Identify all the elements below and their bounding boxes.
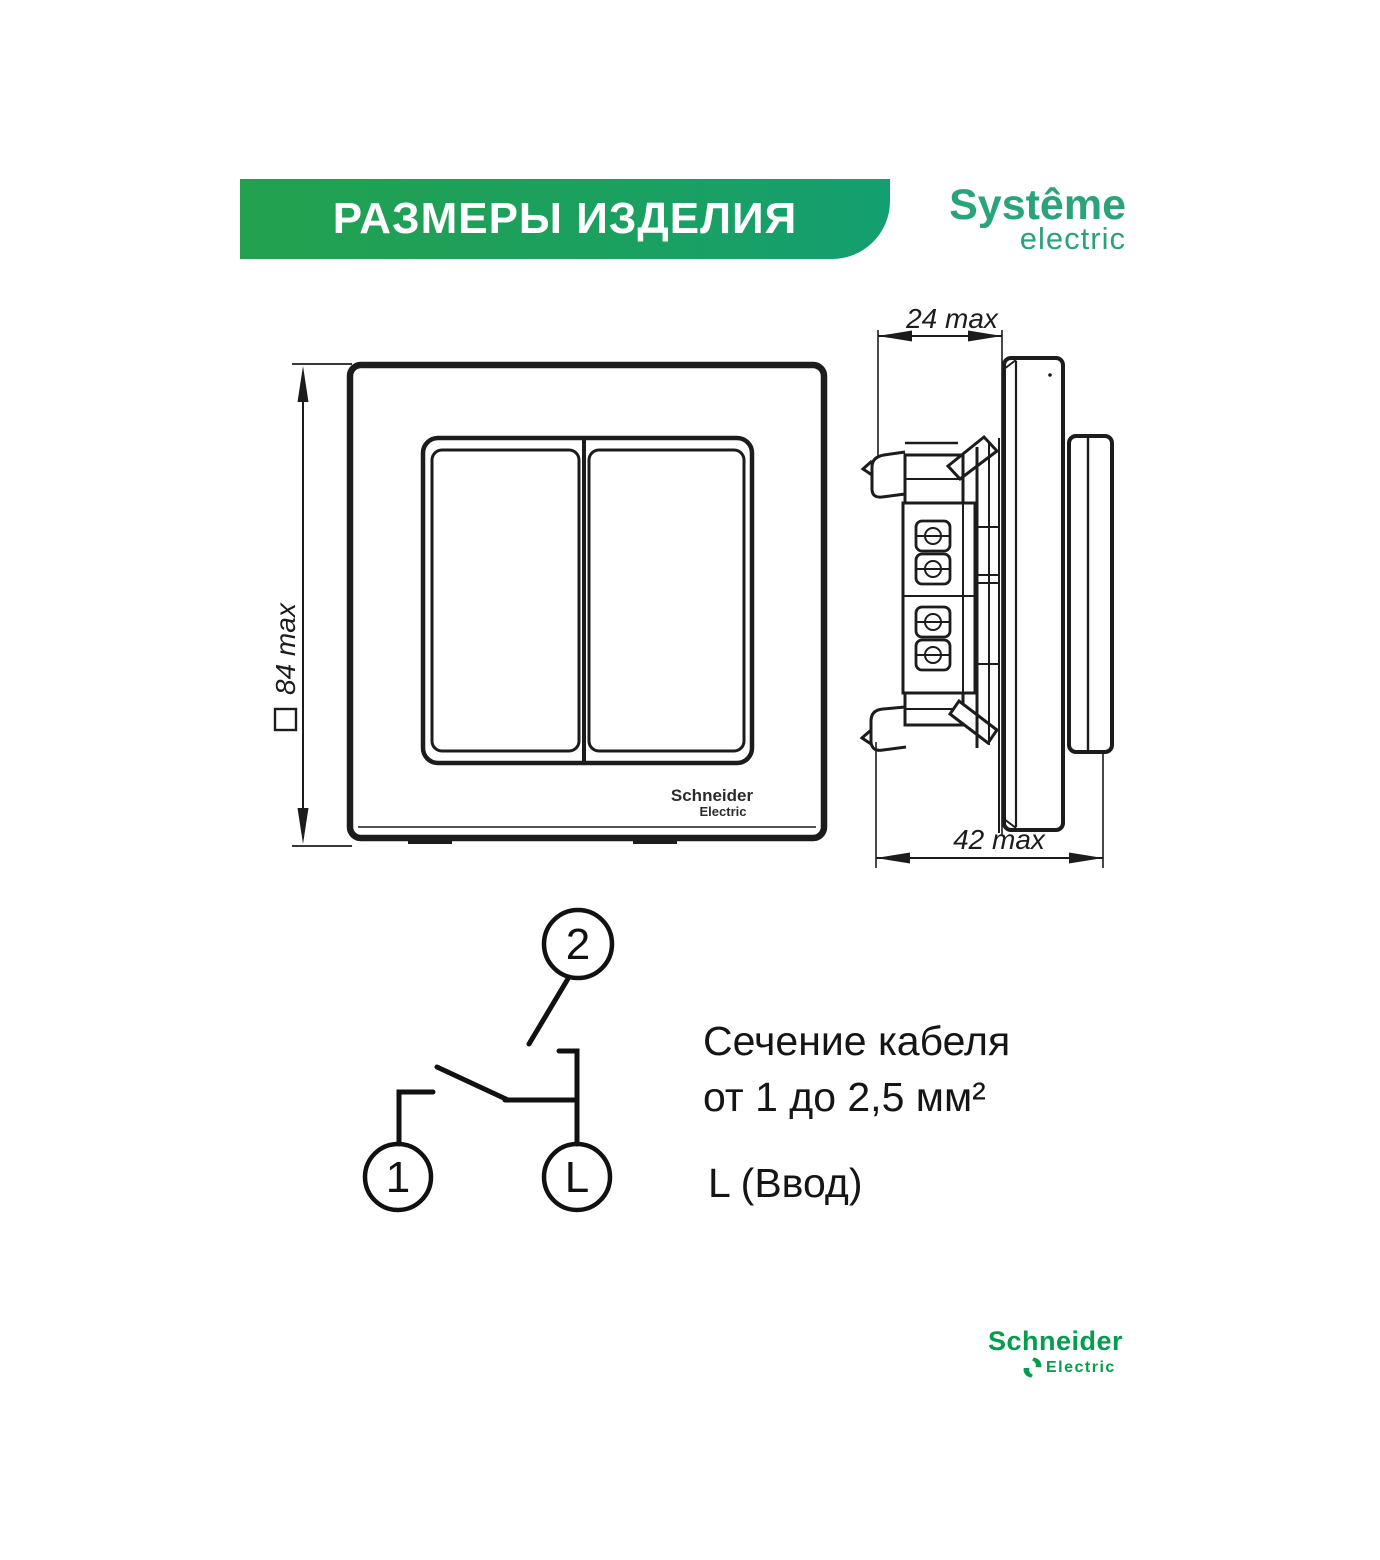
side-view-drawing: 24 max: [859, 303, 1114, 868]
square-symbol: [273, 707, 298, 732]
mechanism-profile: [859, 434, 1000, 833]
terminal-1-circle: [362, 1141, 434, 1213]
line-input-note: L (Ввод): [708, 1160, 863, 1206]
systeme-logo-sub: electric: [1019, 221, 1126, 256]
embossed-logo-line2: Electric: [700, 804, 747, 819]
rocker-outline: [420, 435, 755, 766]
terminal-2-circle: [541, 907, 615, 981]
systeme-logo-name: Systême: [949, 181, 1126, 229]
page-title: РАЗМЕРЫ ИЗДЕЛИЯ: [332, 194, 798, 243]
switch-blade: [434, 1064, 511, 1103]
switch-frame: [346, 361, 828, 842]
rocker-left: [430, 448, 581, 753]
terminal-l-circle: [541, 1141, 613, 1213]
schneider-mark-icon: [1023, 1357, 1042, 1378]
cable-note: Сечение кабеля от 1 до 2,5 мм²: [703, 1013, 1010, 1125]
cable-note-line1: Сечение кабеля: [703, 1018, 1011, 1064]
banner: РАЗМЕРЫ ИЗДЕЛИЯ: [240, 179, 890, 259]
schneider-electric-logo: Schneider Electric: [988, 1328, 1148, 1379]
rocker-side-profile: [1002, 356, 1065, 832]
side-width-label: 42 max: [953, 824, 1046, 855]
front-view-drawing: 84 max Schneider Electric: [270, 361, 828, 847]
dimension-arrow-up: [297, 366, 309, 402]
front-dimension-label: 84 max: [270, 602, 301, 732]
schneider-logo-sub: Electric: [1046, 1358, 1116, 1376]
svg-text:84 max: 84 max: [270, 602, 301, 695]
terminal-l-label: L: [565, 1153, 589, 1202]
schneider-logo-name: Schneider: [988, 1326, 1124, 1356]
embossed-logo-line1: Schneider: [671, 786, 754, 805]
terminal-2-label: 2: [566, 920, 590, 969]
terminal-1-label: 1: [386, 1153, 410, 1202]
frame-side-profile: [1067, 434, 1114, 754]
wiring-diagram: 2 1 L: [362, 907, 615, 1213]
rocker-right: [587, 448, 746, 753]
cable-note-line2: от 1 до 2,5 мм²: [703, 1074, 986, 1120]
systeme-electric-logo: Systême electric: [922, 181, 1126, 256]
side-depth-label: 24 max: [905, 303, 999, 334]
dimension-arrow-down: [297, 808, 309, 844]
